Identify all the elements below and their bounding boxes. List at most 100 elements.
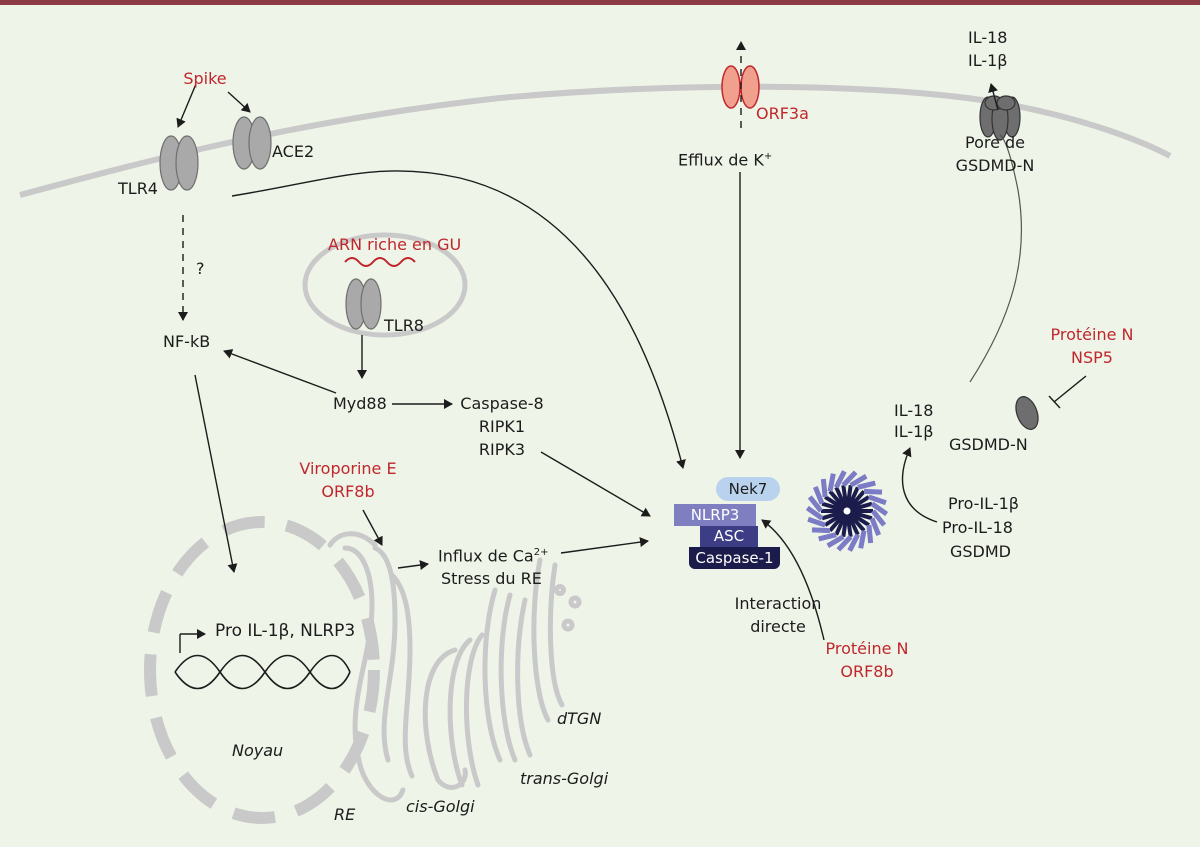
potassium-charge: +	[763, 151, 773, 162]
nucleus	[144, 516, 380, 824]
asc-speck-spoke	[854, 514, 870, 527]
asc-speck-spoke	[828, 490, 842, 505]
er-stress-label: Stress du RE	[441, 569, 542, 588]
asc-speck-spoke	[846, 484, 853, 502]
gu-rna-label: ARN riche en GU	[328, 235, 462, 254]
asc-speck-spoke	[821, 511, 838, 521]
asc-speck-spoke	[828, 517, 842, 532]
pro-il18-label: Pro-IL-18	[942, 518, 1013, 537]
asc-speck-spoke	[856, 511, 873, 521]
protein-n-label-right: Protéine N	[1050, 325, 1134, 344]
asc-speck-spoke	[846, 520, 853, 538]
asc-speck-ray	[826, 534, 845, 548]
asc-speck-ray	[807, 495, 823, 513]
direct-label: directe	[750, 617, 806, 636]
pore-label: Pore de	[964, 133, 1026, 152]
il1b-label: IL-1β	[894, 422, 934, 441]
pro-il1b-label: Pro-IL-1β	[948, 494, 1019, 513]
asc-speck-ray	[812, 486, 825, 505]
gsdmd-n-label: GSDMD-N	[949, 435, 1028, 454]
endoplasmic-reticulum	[327, 531, 415, 803]
asc-speck-ray	[866, 524, 874, 544]
asc-speck-spoke	[849, 519, 860, 536]
asc-speck-spoke	[841, 484, 848, 502]
caspase8-label: Caspase-8	[460, 394, 544, 413]
endosome	[302, 232, 468, 338]
asc-speck-spoke	[821, 501, 838, 511]
cis-golgi	[422, 632, 485, 790]
protein-n-label-bottom: Protéine N	[825, 639, 909, 658]
nsp5-label: NSP5	[1071, 348, 1113, 367]
asc-speck-ray	[807, 516, 826, 528]
nlrp3-box: NLRP3	[674, 504, 756, 526]
trans-golgi-label: trans-Golgi	[520, 769, 609, 788]
dtgn-label: dTGN	[557, 709, 602, 728]
caspase1-box: Caspase-1	[689, 547, 780, 569]
asc-speck-spoke	[852, 490, 866, 505]
asc-speck-spoke	[856, 501, 873, 511]
asc-speck	[805, 470, 889, 552]
orf3a-label: ORF3a	[756, 104, 809, 123]
asc-speck-ray	[811, 527, 831, 534]
gsdmd-pore	[979, 95, 1021, 141]
asc-speck-spoke	[824, 514, 840, 527]
unknown-link-label: ?	[196, 259, 205, 278]
tlr8-label: TLR8	[384, 316, 424, 335]
il18-secreted-label: IL-18	[968, 28, 1008, 47]
potassium-efflux-label: Efflux de K+	[678, 150, 773, 170]
gsdmd-label: GSDMD	[950, 542, 1011, 561]
plasma-membrane	[19, 83, 1172, 198]
tlr8-receptor	[345, 278, 382, 330]
asc-speck-ray	[827, 473, 836, 492]
asc-speck-ray	[870, 501, 889, 517]
er-label: RE	[334, 805, 356, 824]
dtgn	[531, 557, 582, 723]
asc-speck-ray	[868, 494, 887, 506]
asc-speck-spoke	[841, 520, 848, 538]
asc-speck-spoke	[834, 486, 845, 503]
orf8b-label-left: ORF8b	[321, 482, 375, 501]
asc-box: ASC	[700, 526, 758, 547]
asc-speck-ray	[818, 532, 837, 542]
trans-golgi	[482, 587, 533, 763]
asc-speck-ray	[805, 505, 824, 521]
ripk3-label: RIPK3	[478, 440, 526, 459]
asc-speck-ray	[836, 535, 853, 552]
ace2-label: ACE2	[272, 142, 315, 161]
orf8b-label-bottom: ORF8b	[840, 662, 894, 681]
asc-speck-ray	[847, 533, 861, 552]
pore-gsdmd-label: GSDMD-N	[955, 156, 1035, 175]
dna-helix	[174, 654, 351, 690]
asc-speck-ray	[869, 517, 882, 536]
asc-speck-ray	[849, 474, 868, 488]
interaction-label: Interaction	[734, 594, 822, 613]
cis-golgi-label: cis-Golgi	[406, 797, 475, 816]
spike-label: Spike	[183, 69, 227, 88]
tlr4-label: TLR4	[118, 179, 158, 198]
asc-speck-ray	[857, 480, 876, 490]
asc-speck-ray	[858, 530, 867, 549]
ace2-receptor	[232, 116, 272, 170]
top-bar	[0, 0, 1200, 5]
tlr4-receptor	[159, 135, 199, 191]
nfkb-label: NF-kB	[163, 332, 211, 351]
pro-il1b-nlrp3-label: Pro IL-1β, NLRP3	[215, 621, 356, 641]
nek7-box: Nek7	[716, 477, 780, 501]
asc-speck-ray	[820, 478, 828, 498]
nucleus-label: Noyau	[232, 741, 284, 760]
asc-speck-ray	[841, 470, 858, 487]
gsdmd-n-fragment	[1015, 396, 1039, 430]
il18-label: IL-18	[894, 401, 934, 420]
asc-speck-spoke	[849, 486, 860, 503]
asc-speck-ray	[863, 488, 883, 495]
calcium-influx-label: Influx de Ca2+	[438, 546, 549, 566]
gu-rna-wave	[344, 257, 416, 267]
asc-speck-spoke	[834, 519, 845, 536]
asc-speck-ray	[871, 509, 887, 527]
myd88-label: Myd88	[333, 394, 387, 413]
asc-speck-ray	[833, 470, 847, 489]
asc-speck-center	[843, 507, 851, 515]
calcium-charge: 2+	[533, 547, 549, 558]
